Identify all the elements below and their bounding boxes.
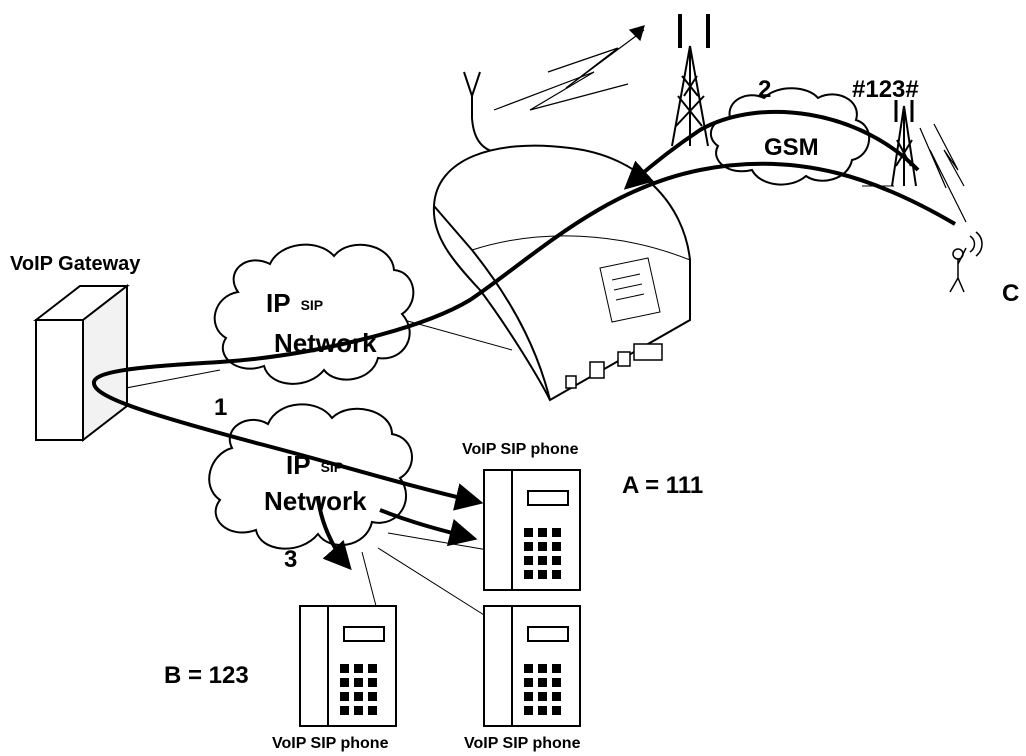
sip-phone-icon — [483, 469, 581, 591]
flow-path-gsm-return — [623, 109, 920, 190]
antenna-tower-icon — [671, 14, 710, 147]
cloud-icon — [208, 403, 413, 550]
upper-cloud-title: IP SIP — [266, 290, 323, 316]
sip-phone-icon — [299, 605, 397, 727]
flow-path-to-phone-b — [316, 495, 352, 571]
lower-cloud-title: IP SIP — [286, 452, 343, 478]
upper-cloud-ip: IP — [266, 288, 291, 318]
gateway-label: VoIP Gateway — [10, 253, 141, 275]
phone-b-title: VoIP SIP phone — [272, 735, 389, 752]
phone-a-number: A = 111 — [622, 472, 704, 499]
upper-cloud-network: Network — [274, 328, 377, 358]
antenna-tower-icon — [891, 100, 917, 187]
flow-path-c-to-gateway — [92, 161, 957, 511]
radio-signal-icon — [493, 25, 967, 223]
sip-phone-icon — [483, 605, 581, 727]
phone-b-number: B = 123 — [164, 662, 249, 689]
user-c-label: C — [1002, 280, 1020, 307]
call-flow-paths — [92, 109, 957, 571]
cloud-icon — [213, 243, 415, 385]
upper-cloud-sip: SIP — [300, 297, 324, 313]
gateway-box-icon — [33, 283, 130, 443]
flow-path-to-phone-a — [379, 508, 478, 547]
mobile-user-icon — [949, 231, 983, 293]
lower-cloud-network: Network — [264, 486, 367, 516]
step-2-label: 2 — [758, 76, 772, 103]
lower-cloud-ip: IP — [286, 450, 311, 480]
step-3-label: 3 — [284, 546, 298, 573]
ussd-code-label: #123# — [852, 76, 919, 103]
gsm-label: GSM — [764, 134, 819, 161]
lower-cloud-sip: SIP — [320, 459, 344, 475]
phone-c-title: VoIP SIP phone — [464, 735, 581, 752]
phone-a-title: VoIP SIP phone — [462, 441, 579, 458]
step-1-label: 1 — [214, 394, 228, 421]
voip-gsm-device-icon — [432, 71, 691, 402]
